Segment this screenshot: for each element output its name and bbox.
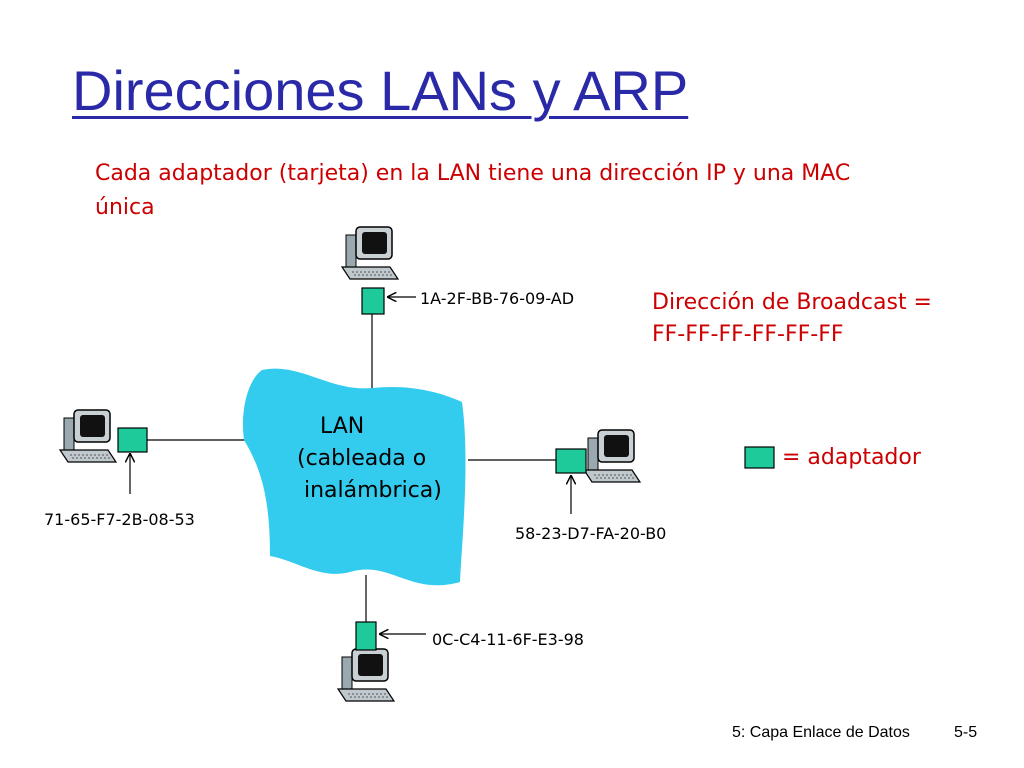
slide-title: Direcciones LANs y ARP [72,59,689,122]
legend-label: = adaptador [782,445,921,470]
broadcast-line-1: Dirección de Broadcast = [652,290,932,315]
computer-top-icon [341,226,399,280]
adapter-left [117,427,148,453]
mac-label-left: 71-65-F7-2B-08-53 [44,510,195,529]
mac-label-top: 1A-2F-BB-76-09-AD [420,289,575,308]
legend-adapter-swatch [744,446,775,469]
footer-page: 5-5 [954,724,978,741]
footer-chapter: 5: Capa Enlace de Datos [732,724,910,741]
adapter-right [555,448,587,474]
computer-right-icon [583,429,641,483]
intro-text: Cada adaptador (tarjeta) en la LAN tiene… [95,161,851,220]
mac-label-bottom: 0C-C4-11-6F-E3-98 [432,630,584,649]
broadcast-line-2: FF-FF-FF-FF-FF-FF [652,322,844,347]
lan-label-3: inalámbrica) [304,478,442,503]
adapter-top [361,287,385,315]
adapter-bottom [355,621,377,651]
mac-label-right: 58-23-D7-FA-20-B0 [515,524,667,543]
lan-label-1: LAN [320,414,365,439]
computer-left-icon [59,409,117,463]
computer-bottom-icon [337,648,395,702]
broadcast-address: Dirección de Broadcast = FF-FF-FF-FF-FF-… [652,287,932,351]
lan-label-2: (cableada o [297,446,427,471]
lan-cloud [242,368,466,586]
